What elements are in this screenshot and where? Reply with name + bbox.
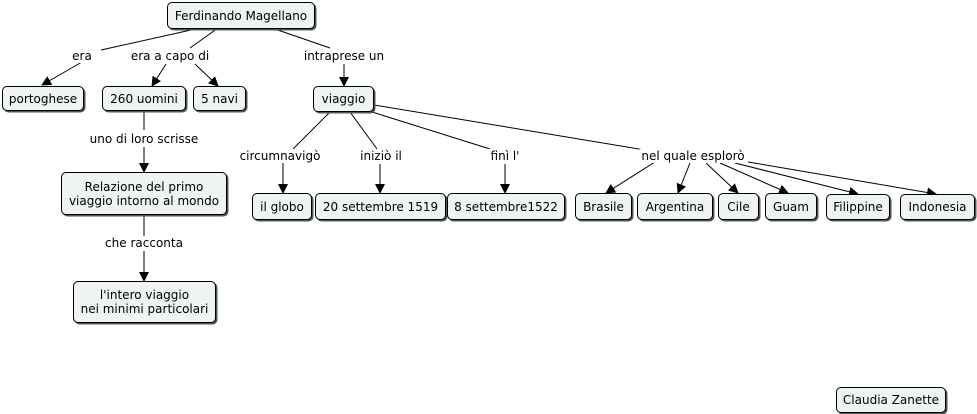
node-indonesia[interactable]: Indonesia xyxy=(900,194,975,220)
link-label-circumnavigo: circumnavigò xyxy=(237,149,323,163)
node-filippine[interactable]: Filippine xyxy=(826,194,890,220)
node-il-globo[interactable]: il globo xyxy=(252,193,312,220)
link-label-uno-di-loro-scrisse: uno di loro scrisse xyxy=(87,132,201,146)
node-5-navi[interactable]: 5 navi xyxy=(193,86,246,111)
link-label-intraprese-un: intraprese un xyxy=(301,49,387,63)
node-claudia-zanette[interactable]: Claudia Zanette xyxy=(836,387,946,413)
node-argentina[interactable]: Argentina xyxy=(637,193,713,220)
node-portoghese[interactable]: portoghese xyxy=(2,86,84,111)
link-label-inizio-il: iniziò il xyxy=(358,149,404,163)
node-guam[interactable]: Guam xyxy=(765,193,817,220)
link-label-era: era xyxy=(70,49,94,63)
node-ferdinando-magellano[interactable]: Ferdinando Magellano xyxy=(167,2,315,29)
link-label-nel-quale-esploro: nel quale esplorò xyxy=(639,149,747,163)
node-260-uomini[interactable]: 260 uomini xyxy=(102,86,186,111)
node-brasile[interactable]: Brasile xyxy=(575,193,632,220)
node-viaggio[interactable]: viaggio xyxy=(313,86,374,112)
link-label-fini: finì l' xyxy=(488,149,522,163)
node-intero-viaggio[interactable]: l'intero viaggio nei minimi particolari xyxy=(73,281,216,323)
node-relazione[interactable]: Relazione del primo viaggio intorno al m… xyxy=(61,172,227,215)
link-label-era-a-capo-di: era a capo di xyxy=(128,49,212,63)
node-20-settembre-1519[interactable]: 20 settembre 1519 xyxy=(315,193,446,220)
node-8-settembre-1522[interactable]: 8 settembre1522 xyxy=(447,193,565,220)
link-label-che-racconta: che racconta xyxy=(103,236,185,250)
node-cile[interactable]: Cile xyxy=(718,193,759,220)
